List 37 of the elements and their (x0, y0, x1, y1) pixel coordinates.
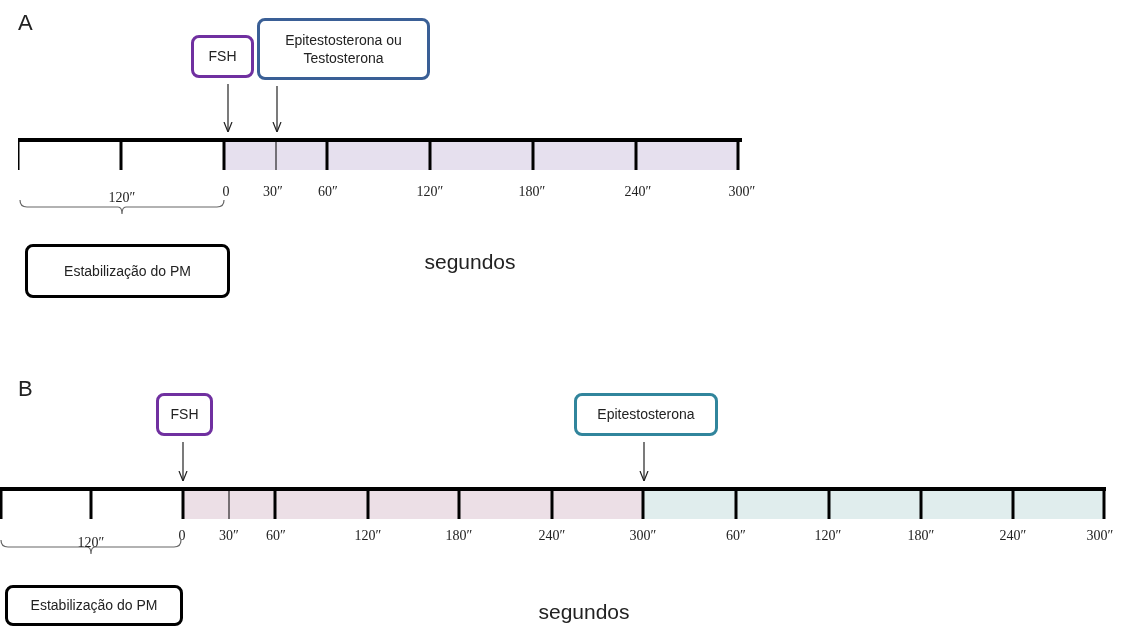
axis-label: segundos (538, 600, 630, 624)
arrow (639, 441, 649, 482)
axis-label: segundos (424, 250, 516, 274)
panel-label: B (18, 376, 33, 402)
tick-label: 180″ (907, 528, 935, 544)
timeline-bar (0, 487, 1106, 521)
tick-label: 300″ (629, 528, 657, 544)
tick-label: 300″ (1086, 528, 1114, 544)
tick-label: 300″ (728, 184, 756, 200)
arrow (223, 83, 233, 133)
arrow (178, 441, 188, 482)
hormone-box: Epitestosterona (574, 393, 718, 436)
tick-label: 120″ (814, 528, 842, 544)
tick-label: 240″ (624, 184, 652, 200)
tick-label: 120″ (354, 528, 382, 544)
tick-label: 60″ (726, 528, 746, 544)
duration-label: 120″ (77, 535, 105, 551)
tick-label: 30″ (263, 184, 283, 200)
tick-label: 60″ (266, 528, 286, 544)
tick-label: 30″ (219, 528, 239, 544)
panel-label: A (18, 10, 33, 36)
duration-label: 120″ (108, 190, 136, 206)
hormone-box: Epitestosterona ou Testosterona (257, 18, 430, 80)
tick-label: 120″ (416, 184, 444, 200)
timeline-bar (18, 138, 742, 172)
tick-label: 60″ (318, 184, 338, 200)
arrow (272, 85, 282, 133)
tick-label: 240″ (538, 528, 566, 544)
tick-label: 0 (178, 528, 186, 544)
stage-box: Estabilização do PM (5, 585, 183, 626)
tick-label: 0 (222, 184, 230, 200)
tick-label: 240″ (999, 528, 1027, 544)
hormone-box: FSH (191, 35, 254, 78)
tick-label: 180″ (445, 528, 473, 544)
stage-box: Estabilização do PM (25, 244, 230, 298)
hormone-box: FSH (156, 393, 213, 436)
tick-label: 180″ (518, 184, 546, 200)
